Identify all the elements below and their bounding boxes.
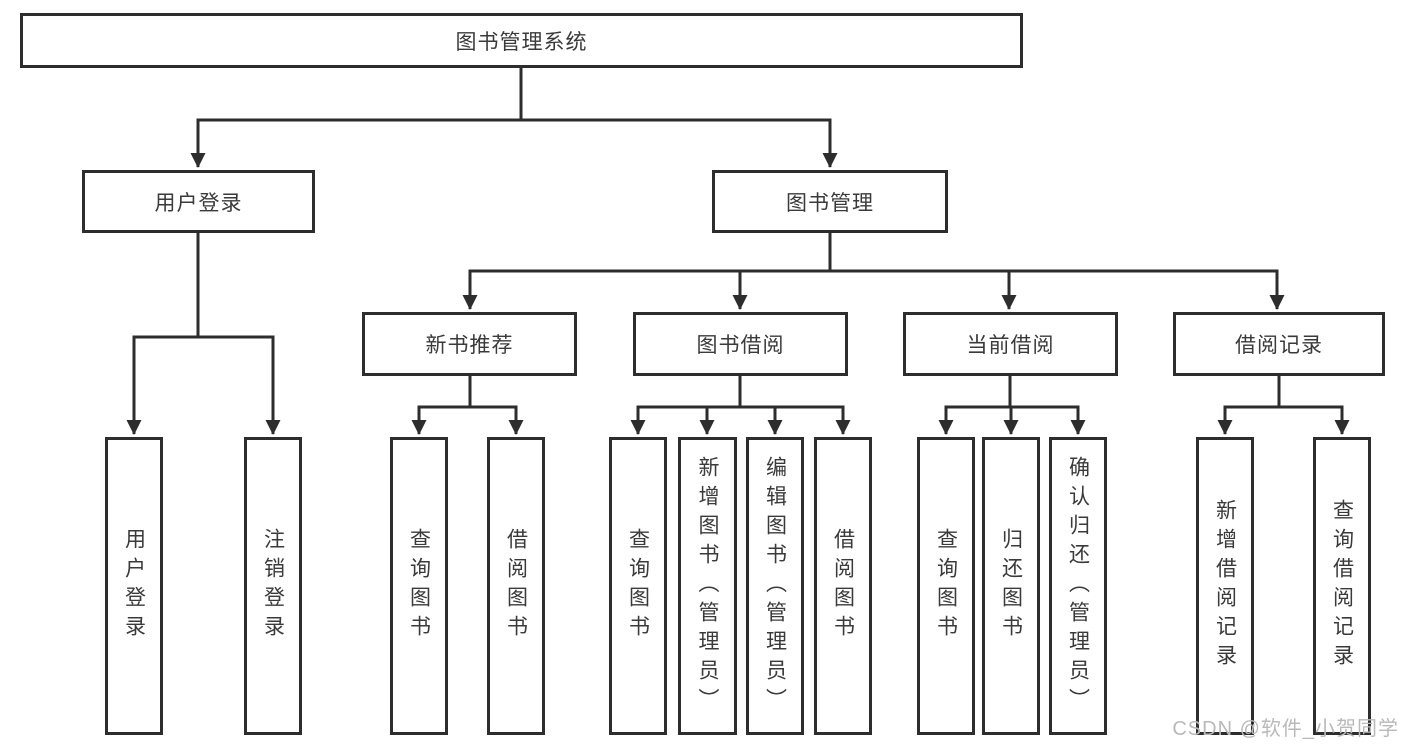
leaf-query-book-borrow: 查询图书 (609, 437, 667, 735)
leaf-confirm-return-admin: 确认归还（管理员） (1049, 437, 1107, 735)
leaf-borrow-book-recommend-label: 借阅图书 (504, 528, 528, 644)
node-borrow-record-label: 借阅记录 (1235, 334, 1323, 357)
leaf-logout: 注销登录 (244, 437, 302, 735)
leaf-confirm-return-admin-label: 确认归还（管理员） (1066, 455, 1090, 717)
leaf-edit-book-admin: 编辑图书（管理员） (746, 437, 804, 735)
leaf-query-book-recommend-label: 查询图书 (407, 528, 431, 644)
leaf-edit-book-admin-label: 编辑图书（管理员） (763, 455, 787, 717)
leaf-borrow-book-label: 借阅图书 (831, 528, 855, 644)
leaf-query-book-recommend: 查询图书 (390, 437, 448, 735)
leaf-query-book-borrow-label: 查询图书 (626, 528, 650, 644)
node-user-login: 用户登录 (82, 170, 315, 233)
leaf-borrow-book-recommend: 借阅图书 (487, 437, 545, 735)
leaf-add-book-admin: 新增图书（管理员） (678, 437, 737, 735)
leaf-query-borrow-record-label: 查询借阅记录 (1330, 499, 1354, 673)
leaf-add-borrow-record: 新增借阅记录 (1196, 437, 1254, 735)
leaf-user-login-label: 用户登录 (122, 528, 146, 644)
leaf-logout-label: 注销登录 (261, 528, 285, 644)
node-root-system: 图书管理系统 (20, 13, 1023, 68)
leaf-return-book-label: 归还图书 (999, 528, 1023, 644)
watermark-text: CSDN @软件_小贺同学 (1172, 718, 1399, 740)
leaf-query-borrow-record: 查询借阅记录 (1313, 437, 1371, 735)
leaf-query-book-current-label: 查询图书 (934, 528, 958, 644)
leaf-user-login: 用户登录 (105, 437, 163, 735)
node-user-login-label: 用户登录 (154, 191, 243, 215)
node-borrow-record: 借阅记录 (1173, 312, 1385, 376)
node-root-system-label: 图书管理系统 (455, 30, 588, 54)
leaf-add-borrow-record-label: 新增借阅记录 (1213, 499, 1237, 673)
node-book-management: 图书管理 (712, 170, 948, 233)
leaf-query-book-current: 查询图书 (917, 437, 975, 735)
node-book-borrow-label: 图书借阅 (696, 334, 785, 357)
node-book-borrow: 图书借阅 (633, 312, 848, 376)
leaf-add-book-admin-label: 新增图书（管理员） (696, 455, 719, 717)
node-new-book-recommend: 新书推荐 (362, 312, 577, 376)
leaf-return-book: 归还图书 (982, 437, 1040, 735)
leaf-borrow-book: 借阅图书 (814, 437, 872, 735)
node-new-book-recommend-label: 新书推荐 (425, 334, 514, 357)
node-current-borrow-label: 当前借阅 (966, 334, 1055, 357)
node-book-management-label: 图书管理 (786, 191, 874, 215)
node-current-borrow: 当前借阅 (903, 312, 1118, 376)
